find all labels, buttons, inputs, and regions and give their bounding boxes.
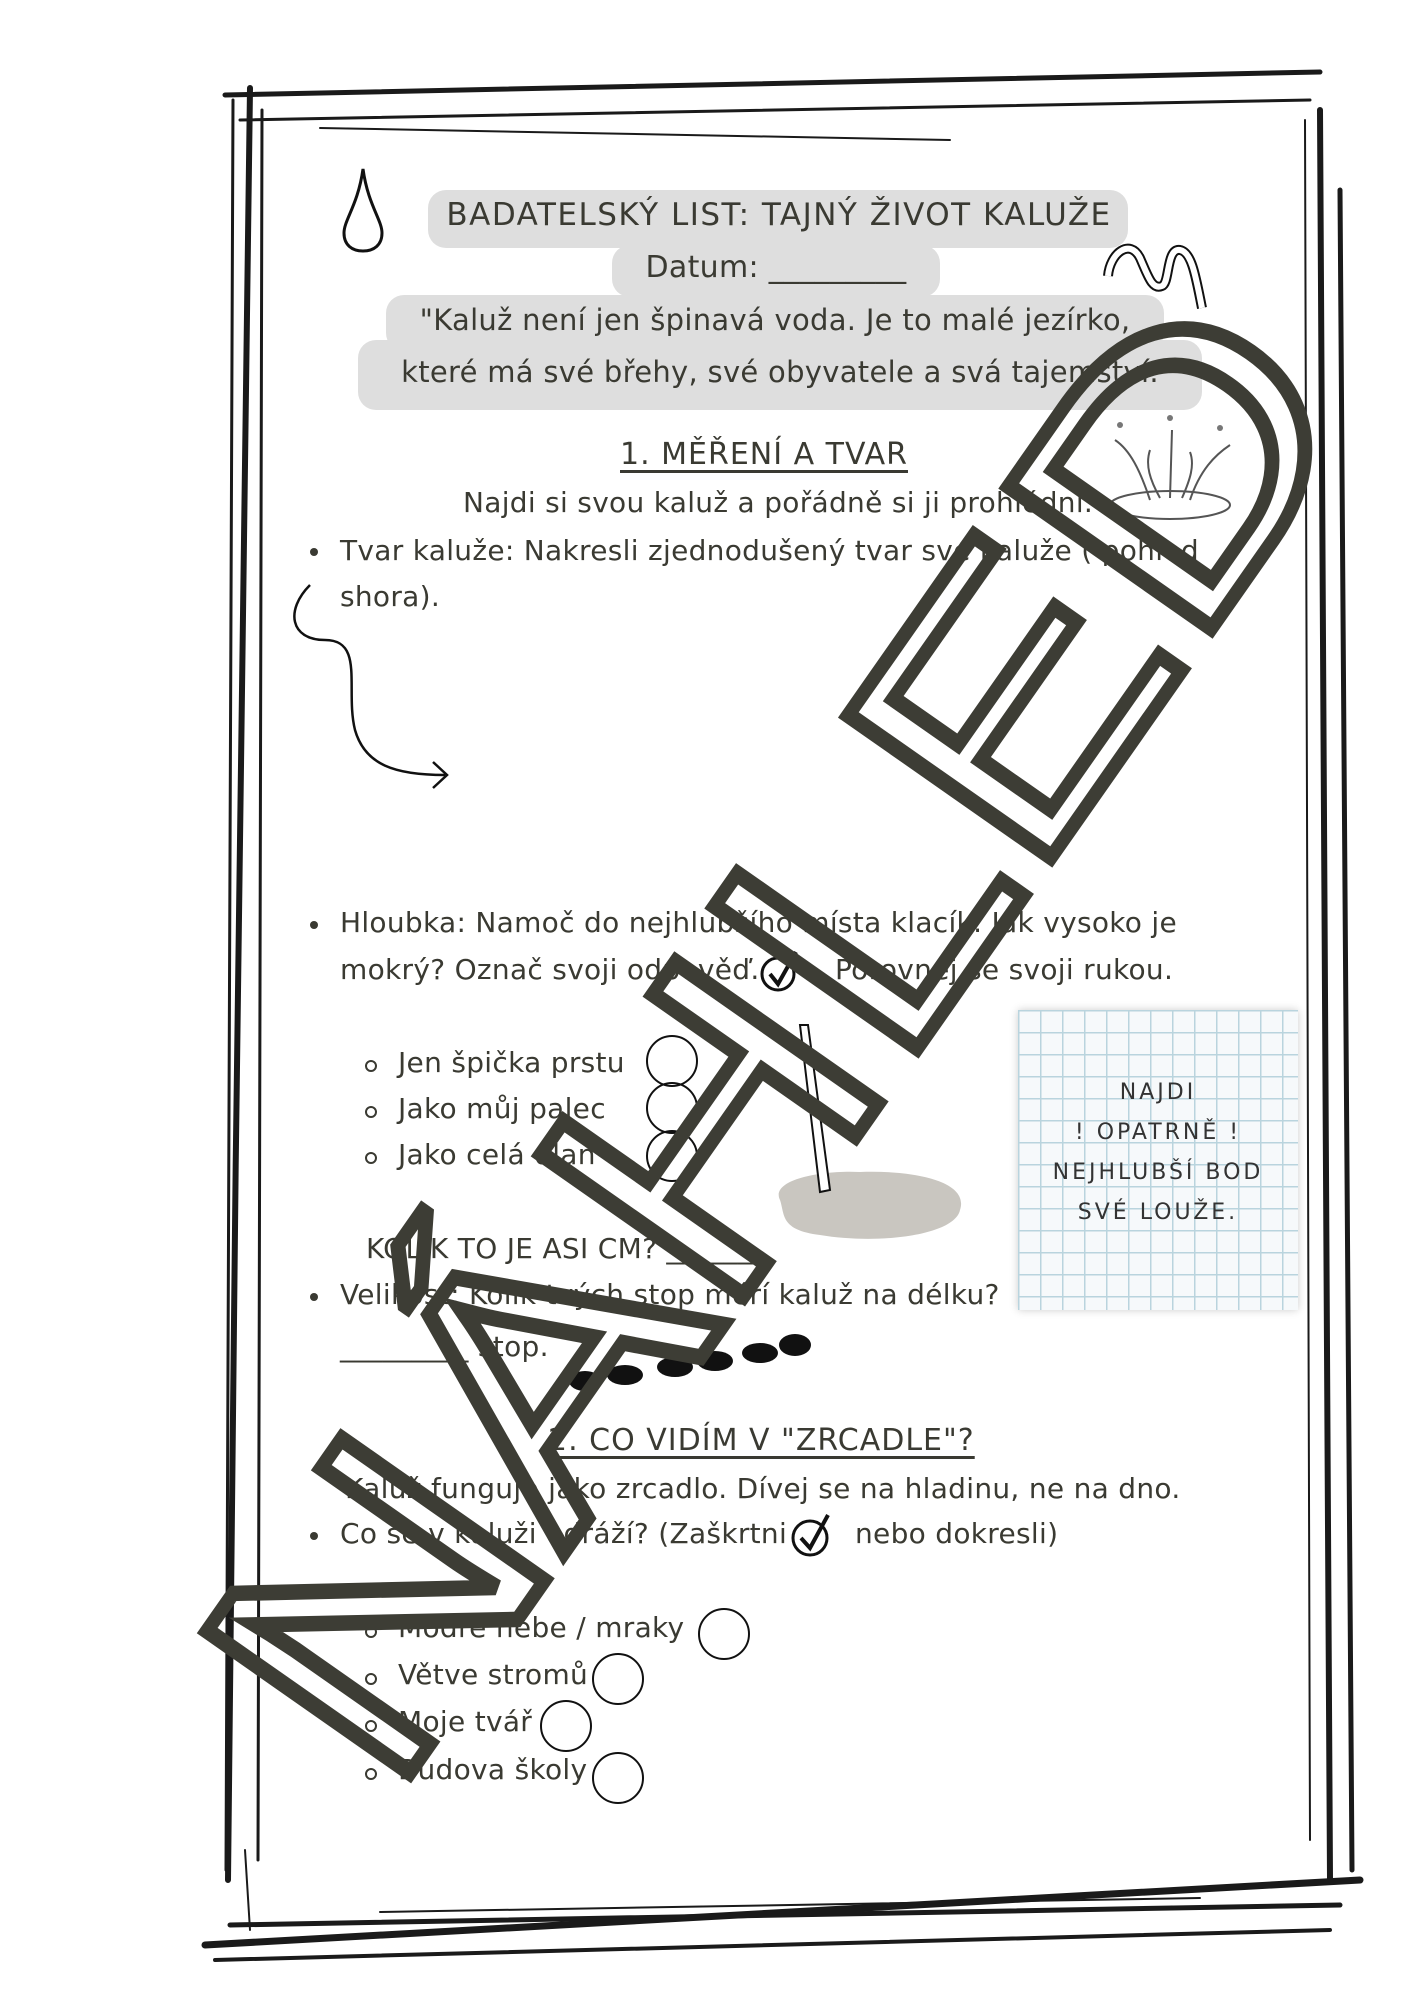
quote-banner-2	[358, 340, 1202, 410]
note-line: ! OPATRNĚ !	[1074, 1120, 1242, 1145]
quote-line-2: které má své břehy, své obyvatele a svá …	[401, 355, 1159, 389]
sub-bullet	[365, 1768, 377, 1780]
depth-option-checkbox[interactable]	[646, 1082, 698, 1134]
reflection-option-checkbox[interactable]	[592, 1752, 644, 1804]
sub-bullet	[365, 1673, 377, 1685]
bullet	[310, 921, 318, 929]
depth-option: Jen špička prstu	[398, 1046, 625, 1079]
section2-intro: Kaluž funguje jako zrcadlo. Dívej se na …	[345, 1472, 1181, 1505]
shape-instruction: Tvar kaluže: Nakresli zjednodušený tvar …	[340, 534, 1199, 567]
sub-bullet	[365, 1720, 377, 1732]
reflection-option-checkbox[interactable]	[698, 1608, 750, 1660]
checkmark-circle-icon	[760, 951, 798, 992]
cm-question: KOLIK TO JE ASI CM? _______	[366, 1232, 767, 1265]
checkmark-circle-icon	[791, 1514, 830, 1557]
reflection-option: Budova školy	[398, 1753, 588, 1786]
curly-arrow-icon	[293, 584, 449, 789]
shape-instruction-2: shora).	[340, 580, 441, 613]
sub-bullet	[365, 1106, 377, 1118]
size-instruction-2: _________ stop.	[340, 1330, 549, 1363]
quote-line-1: "Kaluž není jen špinavá voda. Je to malé…	[419, 303, 1131, 337]
reflection-option-checkbox[interactable]	[540, 1700, 592, 1752]
sub-bullet	[365, 1626, 377, 1638]
splash-icon	[1109, 415, 1231, 520]
date-banner	[612, 245, 940, 297]
tip-note: NAJDI ! OPATRNĚ ! NEJHLUBŠÍ BOD SVÉ LOUŽ…	[1018, 1010, 1298, 1310]
note-line: SVÉ LOUŽE.	[1077, 1200, 1239, 1225]
footprints-icon	[569, 1334, 811, 1391]
reflection-question-2: nebo dokresli)	[855, 1517, 1059, 1550]
stick-in-puddle-image	[778, 1024, 962, 1239]
date-field: Datum: _________	[645, 250, 907, 285]
page-title: BADATELSKÝ LIST: TAJNÝ ŽIVOT KALUŽE	[446, 197, 1112, 233]
bullet	[310, 548, 318, 556]
depth-option-checkbox[interactable]	[646, 1130, 698, 1182]
section2-heading: 2. CO VIDÍM V "ZRCADLE"?	[548, 1423, 975, 1458]
depth-option-checkbox[interactable]	[646, 1035, 698, 1087]
note-line: NAJDI	[1119, 1080, 1197, 1105]
water-drop-icon	[342, 168, 384, 253]
depth-instruction-2b: Porovnej se svoji rukou.	[835, 953, 1174, 986]
depth-option: Jako můj palec	[398, 1092, 606, 1125]
reflection-option: Modré nebe / mraky	[398, 1611, 685, 1644]
reflection-option: Větve stromů	[398, 1658, 589, 1691]
title-banner	[428, 190, 1128, 248]
note-line: NEJHLUBŠÍ BOD	[1052, 1160, 1264, 1185]
reflection-option-checkbox[interactable]	[592, 1653, 644, 1705]
section1-intro: Najdi si svou kaluž a pořádně si ji proh…	[463, 486, 1094, 519]
depth-option: Jako celá dlaň	[398, 1138, 596, 1171]
section1-heading: 1. MĚŘENÍ A TVAR	[620, 437, 908, 472]
reflection-option: Moje tvář	[398, 1705, 533, 1738]
sub-bullet	[365, 1060, 377, 1072]
depth-instruction-2a: mokrý? Označ svoji odpověď.	[340, 953, 760, 986]
bullet	[310, 1293, 318, 1301]
reflection-question: Co se v kaluži odráží? (Zaškrtni	[340, 1517, 788, 1550]
sub-bullet	[365, 1152, 377, 1164]
depth-instruction: Hloubka: Namoč do nejhlubšího místa klac…	[340, 906, 1178, 939]
bullet	[310, 1532, 318, 1540]
worm-icon	[1103, 243, 1207, 309]
size-instruction: Velikost: Kolik tvých stop měří kaluž na…	[340, 1278, 1000, 1311]
